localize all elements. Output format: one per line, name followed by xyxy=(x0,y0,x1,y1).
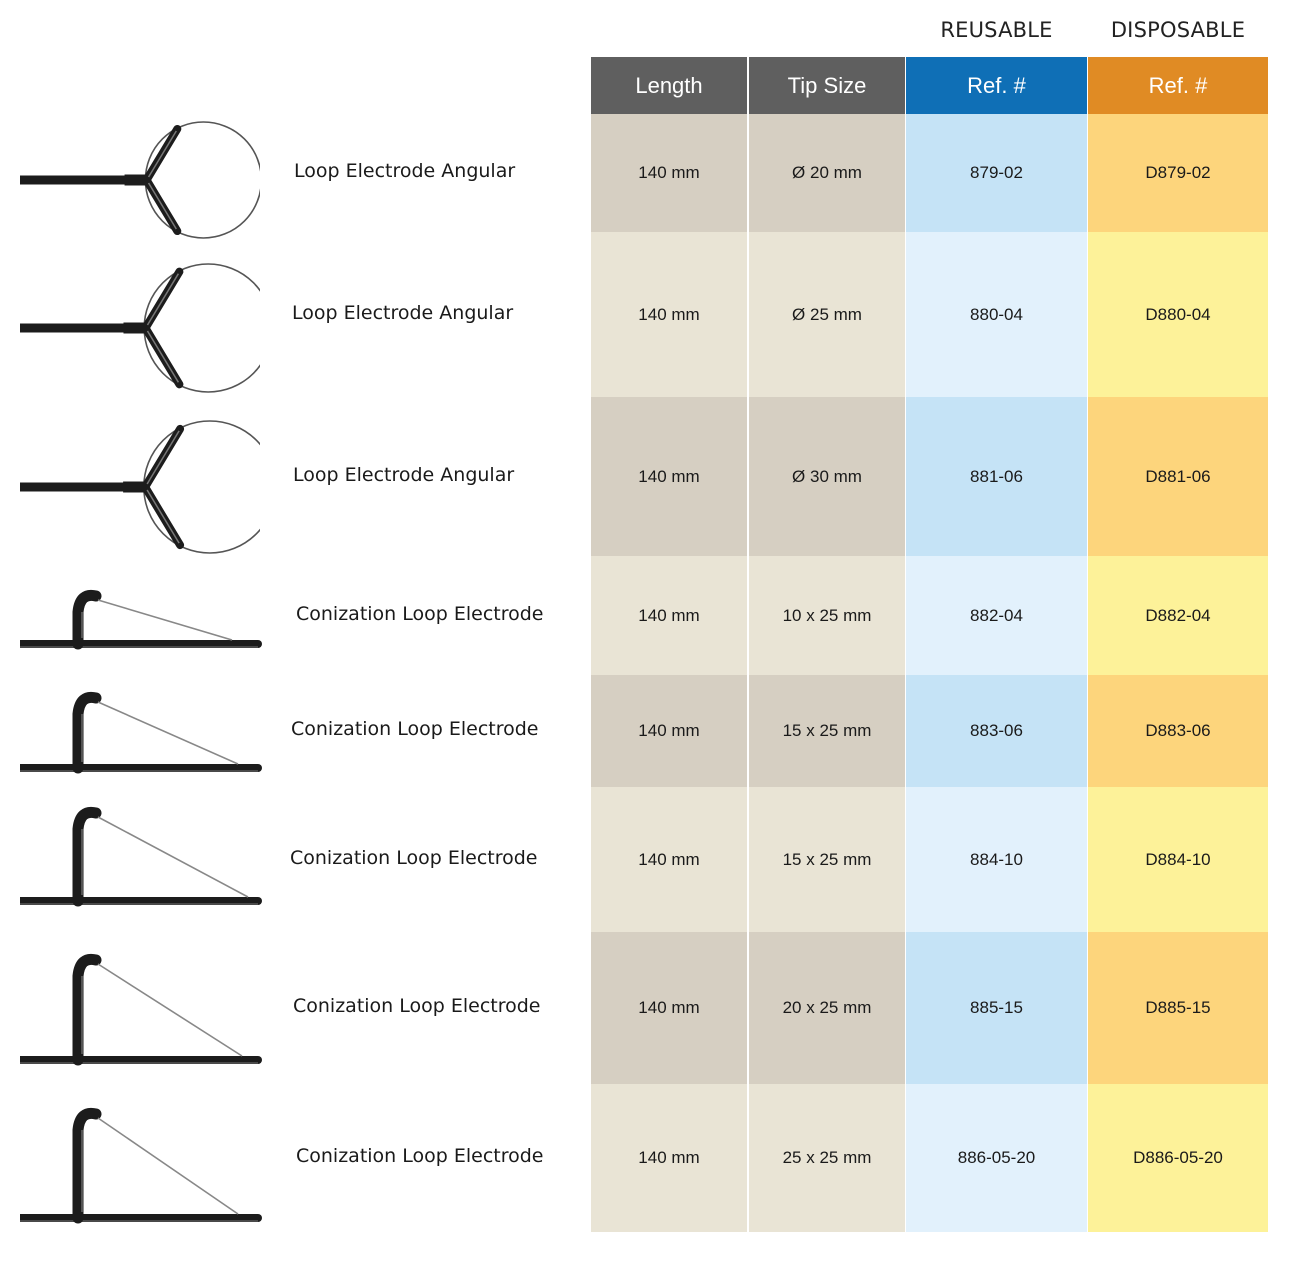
ref-disposable-cell: D881-06 xyxy=(1088,397,1268,556)
ref-disposable-cell: D882-04 xyxy=(1088,556,1268,675)
length-cell: 140 mm xyxy=(591,932,747,1084)
length-cell: 140 mm xyxy=(591,556,747,675)
ref-disposable-cell: D886-05-20 xyxy=(1088,1084,1268,1232)
tip-size-cell: Ø 25 mm xyxy=(749,232,905,397)
length-cell: 140 mm xyxy=(591,675,747,787)
conization-loop-electrode-icon xyxy=(16,1096,265,1235)
ref-disposable-cell: D884-10 xyxy=(1088,787,1268,932)
product-name: Conization Loop Electrode xyxy=(291,718,539,740)
tip-size-cell: 25 x 25 mm xyxy=(749,1084,905,1232)
tip-size-cell: 15 x 25 mm xyxy=(749,787,905,932)
tip-size-cell: Ø 30 mm xyxy=(749,397,905,556)
header-ref-disposable: Ref. # xyxy=(1088,57,1268,114)
product-name: Conization Loop Electrode xyxy=(290,846,538,869)
tip-size-cell: 10 x 25 mm xyxy=(749,556,905,675)
ref-reusable-cell: 886-05-20 xyxy=(906,1084,1087,1232)
ref-reusable-cell: 879-02 xyxy=(906,114,1087,232)
length-cell: 140 mm xyxy=(591,397,747,556)
header-ref-reusable: Ref. # xyxy=(906,57,1087,114)
product-name: Conization Loop Electrode xyxy=(296,602,544,625)
disposable-group-label: DISPOSABLE xyxy=(1110,18,1246,42)
angular-loop-electrode-icon xyxy=(20,411,277,568)
product-name: Loop Electrode Angular xyxy=(294,160,516,182)
ref-disposable-cell: D880-04 xyxy=(1088,232,1268,397)
tip-size-cell: 20 x 25 mm xyxy=(749,932,905,1084)
ref-reusable-cell: 882-04 xyxy=(906,556,1087,675)
length-cell: 140 mm xyxy=(591,1084,747,1232)
ref-reusable-cell: 885-15 xyxy=(906,932,1087,1084)
header-length: Length xyxy=(591,57,747,114)
header-tip-size: Tip Size xyxy=(749,57,905,114)
tip-size-cell: Ø 20 mm xyxy=(749,114,905,232)
product-name: Loop Electrode Angular xyxy=(293,463,515,486)
length-cell: 140 mm xyxy=(591,787,747,932)
length-cell: 140 mm xyxy=(591,232,747,397)
conization-loop-electrode-icon xyxy=(16,680,265,785)
ref-reusable-cell: 884-10 xyxy=(906,787,1087,932)
ref-disposable-cell: D883-06 xyxy=(1088,675,1268,787)
conization-loop-electrode-icon xyxy=(16,942,265,1077)
ref-disposable-cell: D879-02 xyxy=(1088,114,1268,232)
conization-loop-electrode-icon xyxy=(16,578,265,661)
conization-loop-electrode-icon xyxy=(16,795,265,918)
angular-loop-electrode-icon xyxy=(20,254,273,407)
ref-reusable-cell: 880-04 xyxy=(906,232,1087,397)
ref-reusable-cell: 883-06 xyxy=(906,675,1087,787)
product-name: Conization Loop Electrode xyxy=(296,1145,544,1167)
length-cell: 140 mm xyxy=(591,114,747,232)
product-name: Loop Electrode Angular xyxy=(292,301,514,324)
angular-loop-electrode-icon xyxy=(20,112,263,253)
tip-size-cell: 15 x 25 mm xyxy=(749,675,905,787)
product-name: Conization Loop Electrode xyxy=(293,995,541,1017)
ref-disposable-cell: D885-15 xyxy=(1088,932,1268,1084)
ref-reusable-cell: 881-06 xyxy=(906,397,1087,556)
reusable-group-label: REUSABLE xyxy=(940,18,1053,42)
